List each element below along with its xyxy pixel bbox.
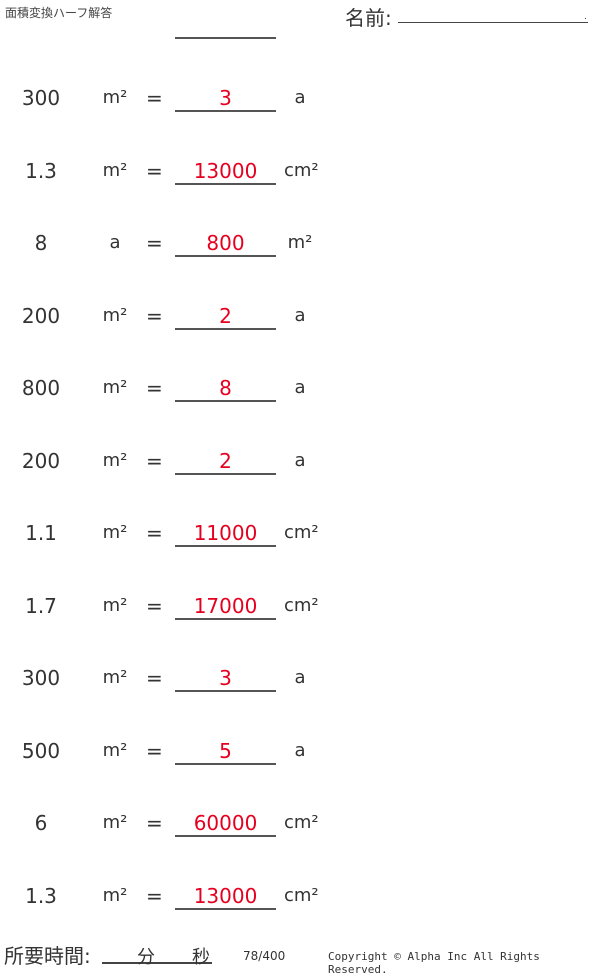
answer-field: 13000 [175,884,276,910]
copyright: Copyright © Alpha Inc All Rights Reserve… [328,950,540,976]
answer-field: 2 [175,449,276,475]
problem-value: 200 [21,448,61,473]
problem-row: 1.3 m² = 13000 cm² [0,884,600,914]
result-unit: a [294,87,306,108]
equals-sign: = [146,231,163,255]
problem-row: 1.3 m² = 13000 cm² [0,159,600,189]
problem-value: 800 [21,376,61,400]
equals-sign: = [146,883,163,908]
problem-value: 8 [34,231,48,255]
problem-row: 1.7 m² = 17000 cm² [0,594,600,624]
answer-field: 5 [175,739,276,765]
worksheet-title: 面積変換ハーフ解答 [5,6,113,20]
problem-row: 6 m² = 60000 cm² [0,811,600,841]
equals-sign: = [146,303,163,328]
source-unit: m² [102,522,128,543]
result-unit: cm² [284,812,319,833]
equals-sign: = [146,86,163,110]
problem-row: 8 a = 800 m² [0,231,600,261]
answer-field: 2 [175,304,276,330]
equals-sign: = [146,593,163,618]
name-label: 名前: [345,6,392,30]
minutes-label: 分 [137,947,155,968]
answer-field: 11000 [175,521,276,547]
problem-value: 1.7 [25,593,57,618]
equals-sign: = [146,738,163,763]
result-unit: a [294,377,306,398]
source-unit: m² [102,884,128,906]
problem-value: 1.1 [25,521,57,545]
problem-value: 6 [34,811,48,835]
result-unit: a [294,739,306,761]
seconds-label: 秒 [192,947,210,968]
problem-value: 500 [21,738,61,763]
answer-field: 3 [175,666,276,692]
answer-field: 60000 [175,811,276,837]
equals-sign: = [146,448,163,473]
name-field-line [398,22,588,23]
answer-field: 800 [175,231,276,257]
problem-value: 200 [21,303,61,328]
source-unit: m² [102,667,128,688]
source-unit: m² [102,304,128,326]
answer-field: 3 [175,86,276,112]
problem-row: 1.1 m² = 11000 cm² [0,521,600,551]
time-label: 所要時間: [4,944,91,968]
source-unit: m² [102,594,128,616]
equals-sign: = [146,666,163,690]
answer-field: 13000 [175,159,276,185]
problem-value: 1.3 [25,158,57,183]
source-unit: m² [102,739,128,761]
time-field-line [102,962,212,964]
answer-field: 8 [175,376,276,402]
source-unit: m² [102,377,128,398]
top-divider-line [175,37,276,39]
equals-sign: = [146,376,163,400]
source-unit: a [109,232,121,253]
name-dot: . [584,12,587,22]
result-unit: cm² [284,594,319,616]
problem-value: 300 [21,86,61,110]
result-unit: a [294,667,306,688]
problem-value: 1.3 [25,883,57,908]
source-unit: m² [102,87,128,108]
problem-value: 300 [21,666,61,690]
result-unit: a [294,304,306,326]
result-unit: m² [287,232,313,253]
result-unit: cm² [284,522,319,543]
result-unit: a [294,449,306,471]
source-unit: m² [102,812,128,833]
equals-sign: = [146,811,163,835]
equals-sign: = [146,521,163,545]
page-number: 78/400 [243,949,286,963]
equals-sign: = [146,158,163,183]
source-unit: m² [102,449,128,471]
result-unit: cm² [284,884,319,906]
result-unit: cm² [284,159,319,181]
source-unit: m² [102,159,128,181]
answer-field: 17000 [175,594,276,620]
